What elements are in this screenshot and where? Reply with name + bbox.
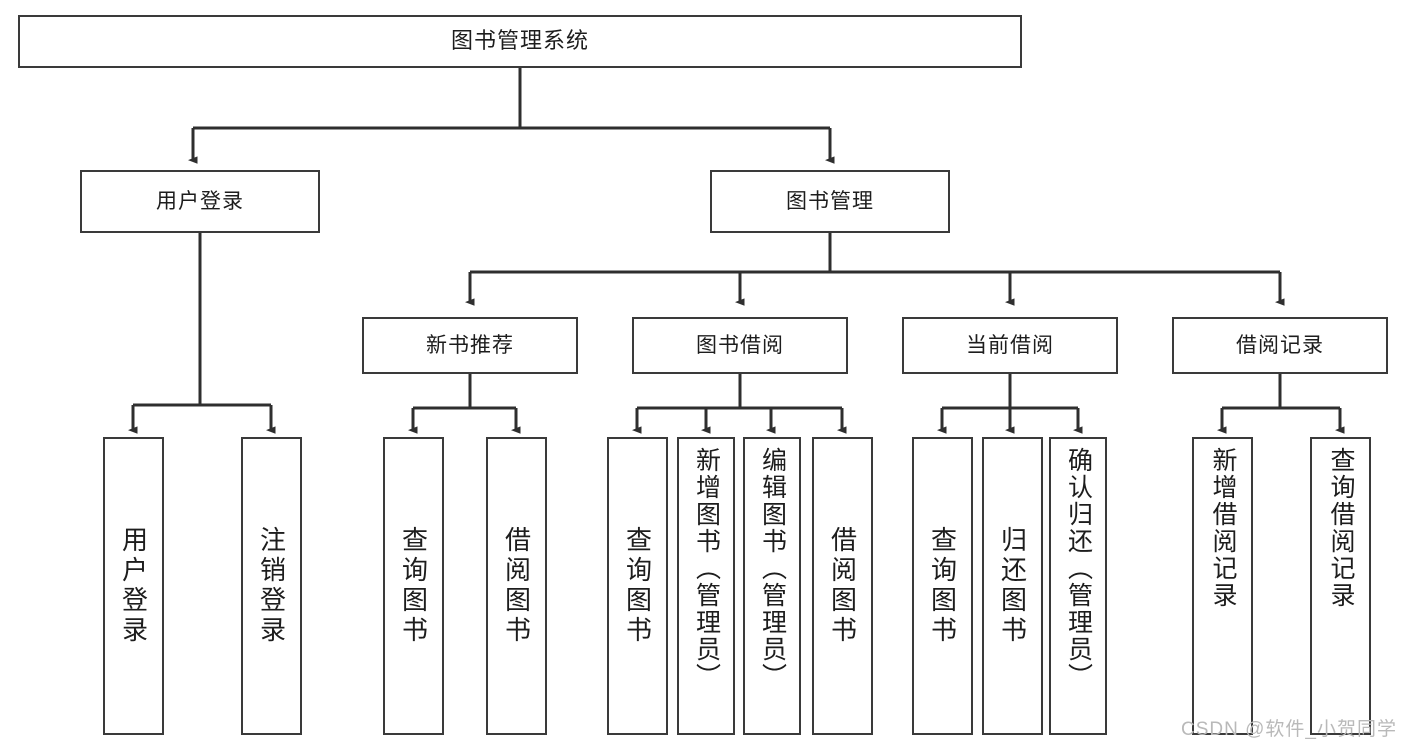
node-leaf-query-book-1[interactable]: 查询图书 bbox=[383, 437, 444, 735]
node-leaf-add-book-label: 新增图书（管理员） bbox=[692, 447, 721, 690]
node-leaf-confirm-return[interactable]: 确认归还（管理员） bbox=[1049, 437, 1107, 735]
node-leaf-query-book-1-label: 查询图书 bbox=[398, 526, 429, 646]
node-book-borrow[interactable]: 图书借阅 bbox=[632, 317, 848, 374]
node-user-login[interactable]: 用户登录 bbox=[80, 170, 320, 233]
node-leaf-return-book-label: 归还图书 bbox=[997, 526, 1028, 646]
node-leaf-query-book-3-label: 查询图书 bbox=[927, 526, 958, 646]
node-new-book-rec-label: 新书推荐 bbox=[426, 333, 514, 357]
node-borrow-record-label: 借阅记录 bbox=[1236, 333, 1324, 357]
node-current-borrow-label: 当前借阅 bbox=[966, 333, 1054, 357]
node-leaf-edit-book-label: 编辑图书（管理员） bbox=[758, 447, 787, 690]
node-leaf-borrow-book-1[interactable]: 借阅图书 bbox=[486, 437, 547, 735]
node-borrow-record[interactable]: 借阅记录 bbox=[1172, 317, 1388, 374]
node-leaf-user-login[interactable]: 用户登录 bbox=[103, 437, 164, 735]
node-leaf-query-record-label: 查询借阅记录 bbox=[1327, 447, 1355, 609]
node-user-login-label: 用户登录 bbox=[156, 189, 244, 213]
node-leaf-user-logout-label: 注销登录 bbox=[256, 526, 287, 646]
node-root-label: 图书管理系统 bbox=[450, 28, 589, 54]
node-leaf-return-book[interactable]: 归还图书 bbox=[982, 437, 1043, 735]
node-book-borrow-label: 图书借阅 bbox=[696, 333, 784, 357]
node-root[interactable]: 图书管理系统 bbox=[18, 15, 1022, 68]
csdn-watermark: CSDN @软件_小贺同学 bbox=[1181, 719, 1397, 740]
node-leaf-borrow-book-2[interactable]: 借阅图书 bbox=[812, 437, 873, 735]
node-new-book-rec[interactable]: 新书推荐 bbox=[362, 317, 578, 374]
node-book-manage[interactable]: 图书管理 bbox=[710, 170, 950, 233]
node-leaf-borrow-book-2-label: 借阅图书 bbox=[827, 526, 858, 646]
node-leaf-query-record[interactable]: 查询借阅记录 bbox=[1310, 437, 1371, 735]
node-book-manage-label: 图书管理 bbox=[786, 189, 874, 213]
node-leaf-confirm-return-label: 确认归还（管理员） bbox=[1064, 447, 1093, 690]
node-leaf-edit-book[interactable]: 编辑图书（管理员） bbox=[743, 437, 801, 735]
node-leaf-add-record-label: 新增借阅记录 bbox=[1209, 447, 1237, 609]
node-leaf-borrow-book-1-label: 借阅图书 bbox=[501, 526, 532, 646]
node-leaf-user-logout[interactable]: 注销登录 bbox=[241, 437, 302, 735]
node-leaf-query-book-3[interactable]: 查询图书 bbox=[912, 437, 973, 735]
node-leaf-query-book-2[interactable]: 查询图书 bbox=[607, 437, 668, 735]
node-leaf-query-book-2-label: 查询图书 bbox=[622, 526, 653, 646]
node-current-borrow[interactable]: 当前借阅 bbox=[902, 317, 1118, 374]
node-leaf-add-record[interactable]: 新增借阅记录 bbox=[1192, 437, 1253, 735]
node-leaf-user-login-label: 用户登录 bbox=[118, 526, 149, 646]
node-leaf-add-book[interactable]: 新增图书（管理员） bbox=[677, 437, 735, 735]
